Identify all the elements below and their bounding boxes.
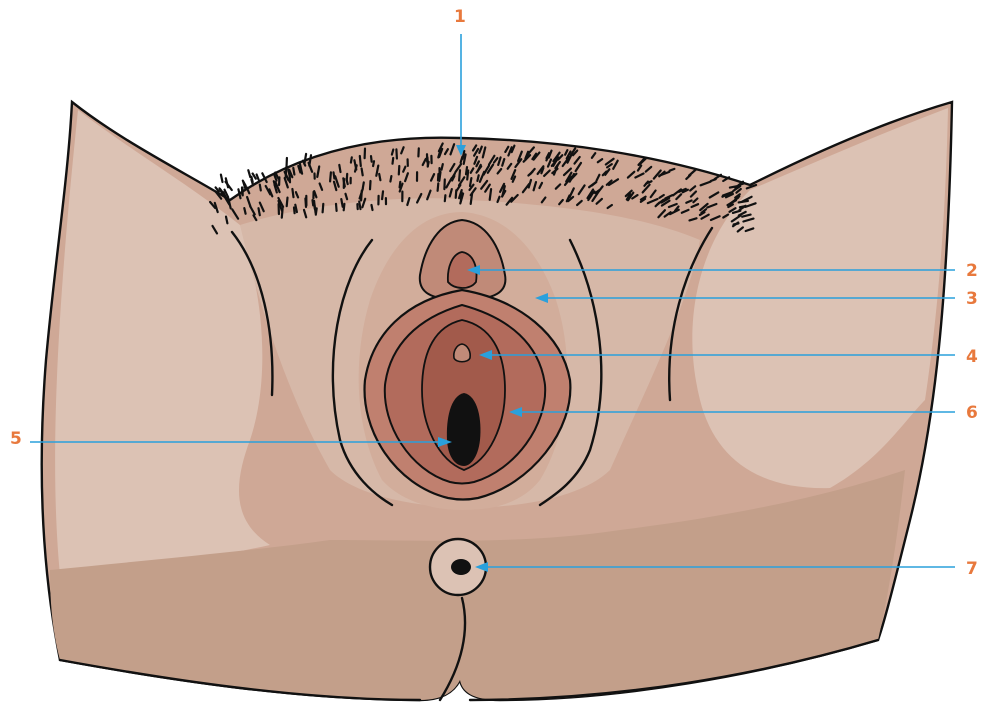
hair-stroke xyxy=(373,161,374,166)
hair-stroke xyxy=(370,181,371,189)
hair-stroke xyxy=(287,198,288,207)
hair-stroke xyxy=(393,158,394,164)
hair-stroke xyxy=(295,205,297,212)
hair-stroke xyxy=(336,204,337,211)
hair-stroke xyxy=(286,167,287,177)
callout-1: 1 xyxy=(454,7,466,27)
hair-stroke xyxy=(351,157,352,162)
hair-stroke xyxy=(293,168,294,175)
hair-stroke xyxy=(467,171,468,180)
callout-2: 2 xyxy=(966,261,978,281)
hair-stroke xyxy=(445,195,446,201)
hair-stroke xyxy=(259,208,260,215)
hair-stroke xyxy=(292,189,293,197)
hair-stroke xyxy=(371,156,372,162)
hair-stroke xyxy=(360,156,361,166)
hair-stroke xyxy=(314,204,315,213)
hair-stroke xyxy=(461,192,462,201)
hair-stroke xyxy=(459,170,460,180)
hair-stroke xyxy=(456,190,457,198)
hair-stroke xyxy=(248,170,250,177)
hair-stroke xyxy=(344,204,345,210)
hair-stroke xyxy=(282,209,283,218)
hair-stroke xyxy=(313,200,314,205)
callout-6: 6 xyxy=(966,403,978,423)
hair-stroke xyxy=(221,175,223,182)
hair-stroke xyxy=(341,199,342,207)
hair-stroke xyxy=(400,182,401,188)
hair-stroke xyxy=(226,217,227,224)
hair-stroke xyxy=(244,208,245,214)
hair-stroke xyxy=(442,164,443,170)
hair-stroke xyxy=(379,174,380,180)
hair-stroke xyxy=(392,150,393,155)
hair-stroke xyxy=(330,172,331,181)
hair-stroke xyxy=(323,204,324,213)
left-thigh-highlight xyxy=(55,110,270,575)
callout-5: 5 xyxy=(10,429,22,449)
hair-stroke xyxy=(253,174,256,179)
hair-stroke xyxy=(294,208,295,214)
hair-stroke xyxy=(399,166,400,174)
hair-stroke xyxy=(363,182,364,188)
hair-stroke xyxy=(490,189,491,200)
hair-stroke xyxy=(396,149,397,158)
hair-stroke xyxy=(361,191,362,201)
hair-stroke xyxy=(382,191,383,199)
hair-stroke xyxy=(226,182,232,190)
hair-stroke xyxy=(346,194,348,199)
hair-stroke xyxy=(438,183,439,191)
callout-4: 4 xyxy=(966,347,978,367)
hair-stroke xyxy=(470,178,471,186)
hair-stroke xyxy=(334,172,335,178)
callout-7: 7 xyxy=(966,559,978,579)
hair-stroke xyxy=(257,175,259,180)
hair-stroke xyxy=(372,205,373,210)
hair-stroke xyxy=(359,202,360,210)
hair-stroke xyxy=(347,174,348,181)
hair-stroke xyxy=(734,223,739,224)
hair-stroke xyxy=(260,185,261,191)
hair-stroke xyxy=(339,165,340,172)
hair-stroke xyxy=(477,175,478,181)
urethral-opening xyxy=(454,344,470,362)
hair-stroke xyxy=(390,176,391,181)
hair-stroke xyxy=(362,169,363,176)
callout-3: 3 xyxy=(966,289,978,309)
